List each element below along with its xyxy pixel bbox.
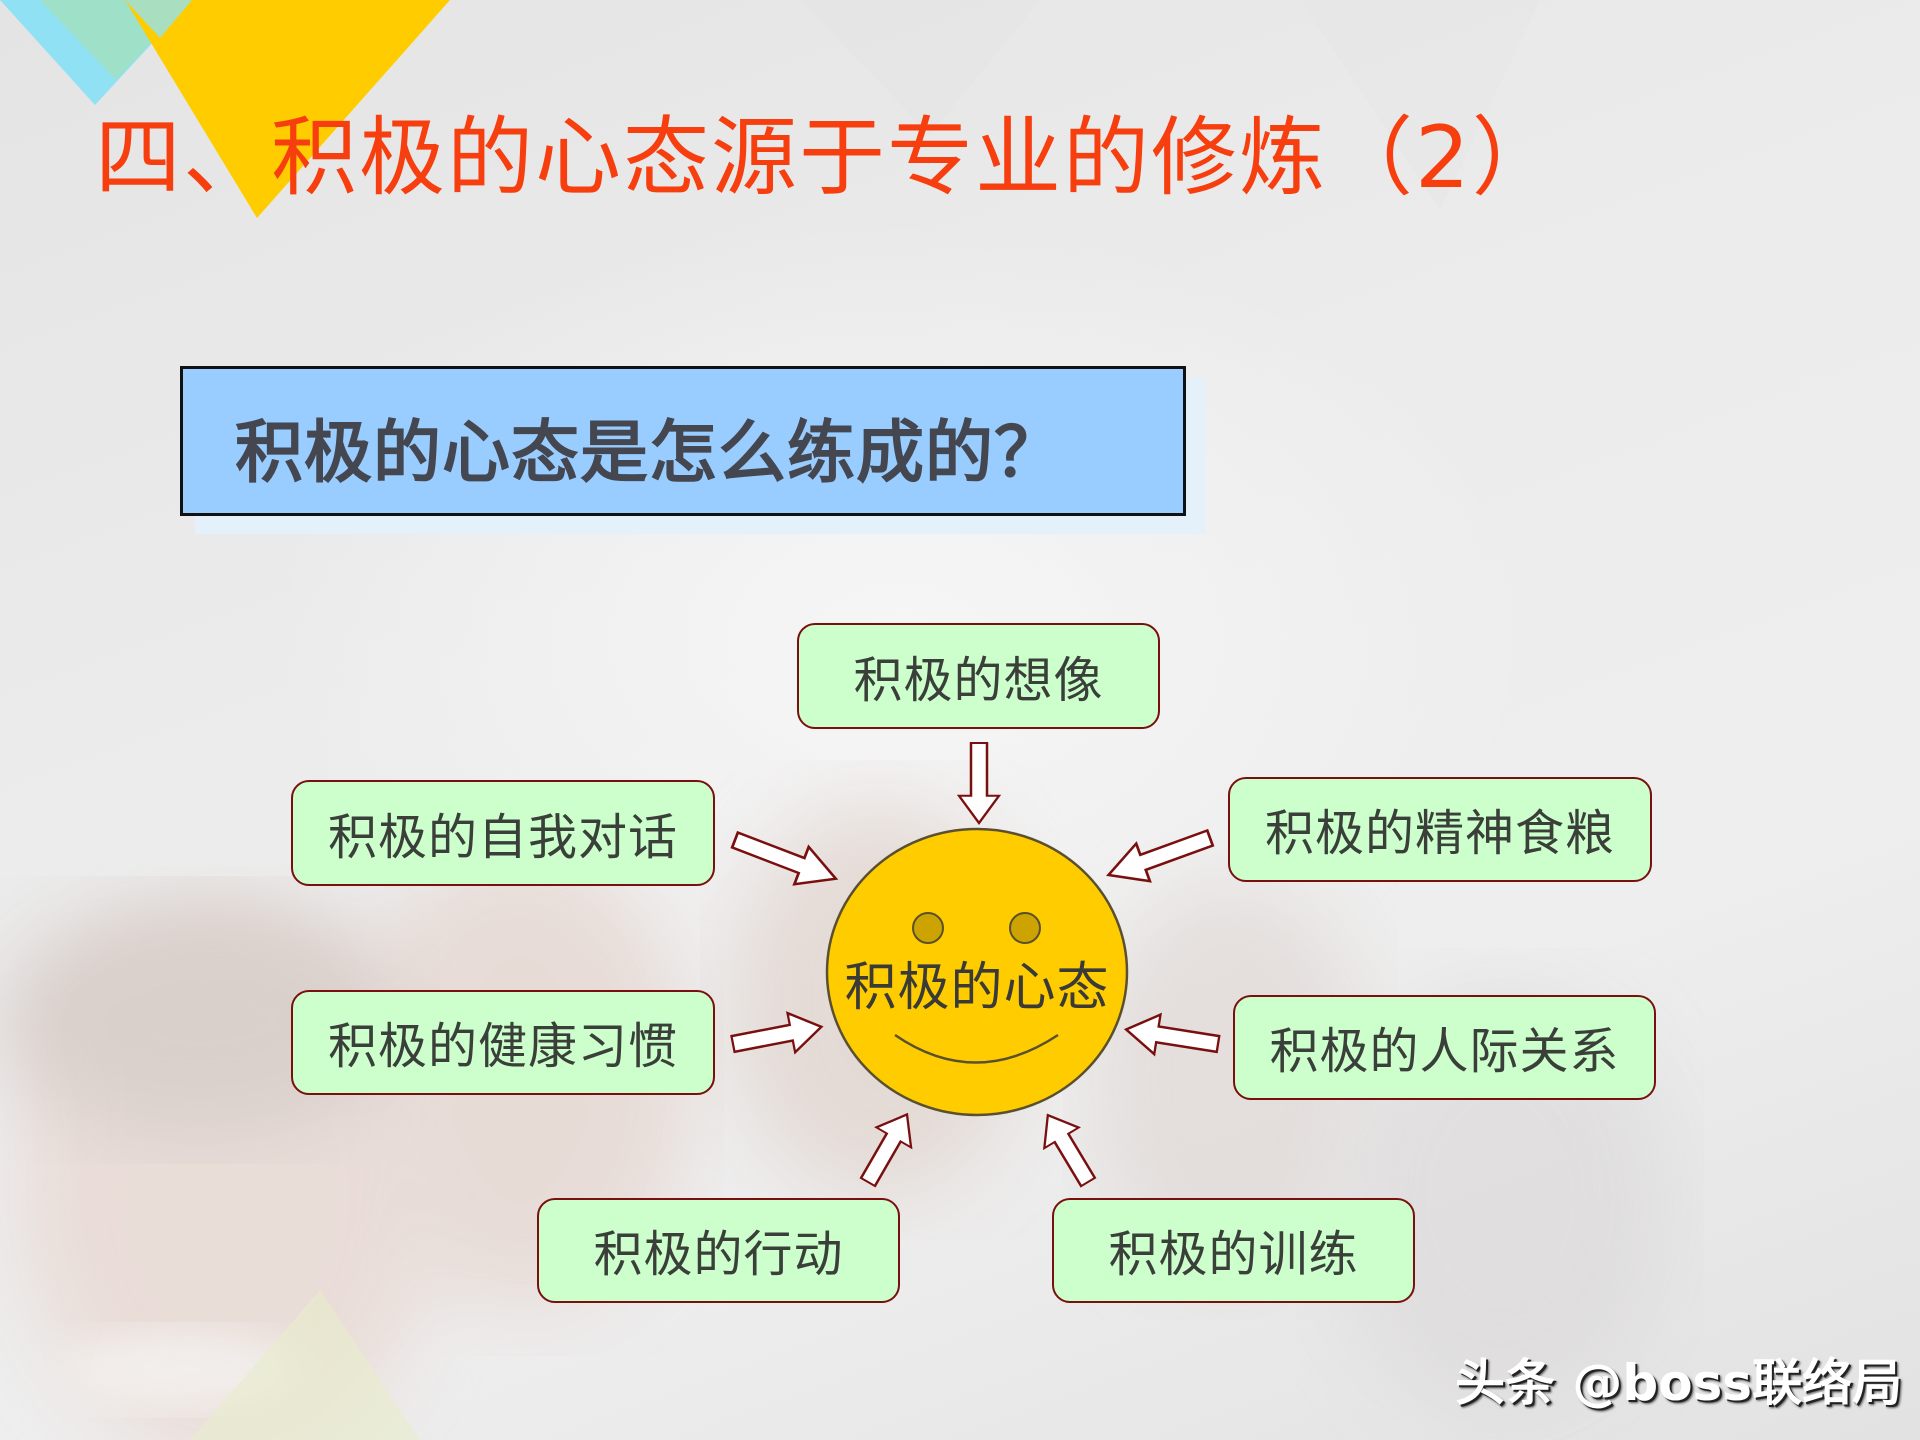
node-training: 积极的训练 [1052, 1198, 1415, 1303]
node-relationships: 积极的人际关系 [1233, 995, 1656, 1100]
arrow-from-spiritual-food-icon [1100, 817, 1219, 896]
arrow-from-imagination-icon [957, 741, 1001, 825]
node-healthy-habits: 积极的健康习惯 [291, 990, 715, 1095]
node-action: 积极的行动 [537, 1198, 900, 1303]
slide-title: 四、积极的心态源于专业的修炼（2） [95, 108, 1560, 208]
question-text: 积极的心态是怎么练成的？ [235, 414, 1064, 493]
node-imagination: 积极的想像 [797, 623, 1160, 729]
question-box: 积极的心态是怎么练成的？ [180, 366, 1186, 516]
watermark: 头条 @boss联络局 [1455, 1354, 1903, 1412]
smiley-face-icon [825, 827, 1129, 1117]
center-concept-label: 积极的心态 [844, 958, 1110, 1018]
arrow-from-relationships-icon [1121, 1008, 1223, 1066]
arrow-from-self-talk-icon [726, 819, 845, 899]
node-self-talk: 积极的自我对话 [291, 780, 715, 886]
node-spiritual-food: 积极的精神食粮 [1228, 777, 1652, 882]
arrow-from-healthy-habits-icon [727, 1005, 827, 1065]
arrow-from-action-icon [849, 1103, 926, 1194]
arrow-from-training-icon [1029, 1103, 1107, 1194]
